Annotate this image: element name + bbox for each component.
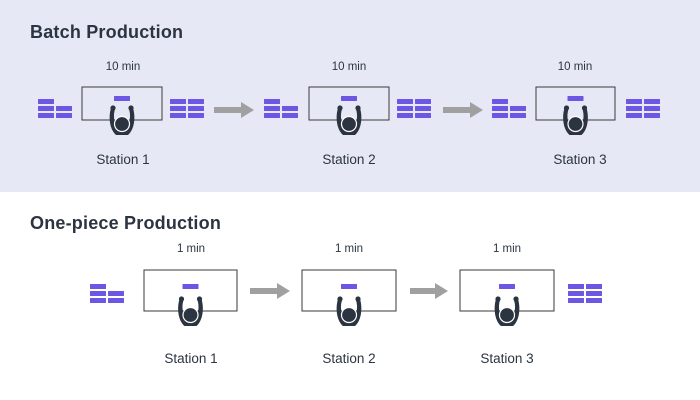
batch-title: Batch Production [30,22,184,42]
work-item-icon [568,298,584,303]
batch-station-3-label: Station 3 [553,152,607,167]
work-item-icon [568,291,584,296]
work-item-icon [510,113,526,118]
work-item-icon [586,284,602,289]
operator-icon [336,105,362,135]
workstation-table-icon [535,86,616,121]
work-item-icon [56,106,72,111]
work-item-icon [397,106,413,111]
work-item-icon [586,291,602,296]
work-item-icon [182,284,199,289]
batch-station-3-time: 10 min [557,61,593,73]
work-item-icon [264,106,280,111]
work-item-icon [188,99,204,104]
batch-station-2-time: 10 min [331,61,367,73]
work-item-icon [38,113,54,118]
work-item-icon [38,99,54,104]
one-piece-station-2-label: Station 2 [322,351,376,366]
one-piece-station-3-time: 1 min [492,243,522,255]
work-item-icon [170,99,186,104]
work-item-icon [188,106,204,111]
work-item-icon [264,113,280,118]
work-item-icon [586,298,602,303]
workstation-table-icon [143,269,238,312]
workstation-table-icon [308,86,390,121]
workstation-table-icon [459,269,555,312]
work-item-icon [568,284,584,289]
work-item-icon [114,96,130,101]
arrow-right-icon [250,283,290,299]
operator-icon [494,296,520,326]
work-item-icon [188,113,204,118]
work-item-icon [282,106,298,111]
work-item-icon [492,99,508,104]
operator-icon [336,296,362,326]
work-item-icon [108,291,124,296]
batch-station-1-time: 10 min [105,61,141,73]
operator-icon [563,105,588,135]
work-item-icon [282,113,298,118]
work-item-icon [492,113,508,118]
one-piece-title: One-piece Production [30,213,222,233]
one-piece-station-1-label: Station 1 [164,351,218,366]
batch-station-1-label: Station 1 [96,152,150,167]
work-item-icon [170,106,186,111]
work-item-icon [499,284,515,289]
one-piece-station-3-label: Station 3 [480,351,534,366]
work-item-icon [170,113,186,118]
arrow-right-icon [443,102,483,118]
work-item-icon [90,291,106,296]
work-item-icon [567,96,584,101]
work-item-icon [90,284,106,289]
arrow-right-icon [214,102,254,118]
work-item-icon [626,106,642,111]
work-item-icon [644,106,660,111]
work-item-icon [264,99,280,104]
work-item-icon [341,284,357,289]
workstation-table-icon [81,86,163,121]
one-piece-station-2-time: 1 min [334,243,364,255]
work-item-icon [90,298,106,303]
arrow-right-icon [410,283,448,299]
one-piece-station-1-time: 1 min [176,243,206,255]
operator-icon [109,105,135,135]
work-item-icon [56,113,72,118]
work-item-icon [626,113,642,118]
work-item-icon [510,106,526,111]
operator-icon [178,296,203,326]
workstation-table-icon [301,269,397,312]
work-item-icon [644,113,660,118]
work-item-icon [397,99,413,104]
work-item-icon [626,99,642,104]
batch-station-2-label: Station 2 [322,152,376,167]
work-item-icon [415,106,431,111]
work-item-icon [492,106,508,111]
work-item-icon [397,113,413,118]
work-item-icon [341,96,357,101]
work-item-icon [415,99,431,104]
work-item-icon [644,99,660,104]
work-item-icon [38,106,54,111]
work-item-icon [108,298,124,303]
work-item-icon [415,113,431,118]
